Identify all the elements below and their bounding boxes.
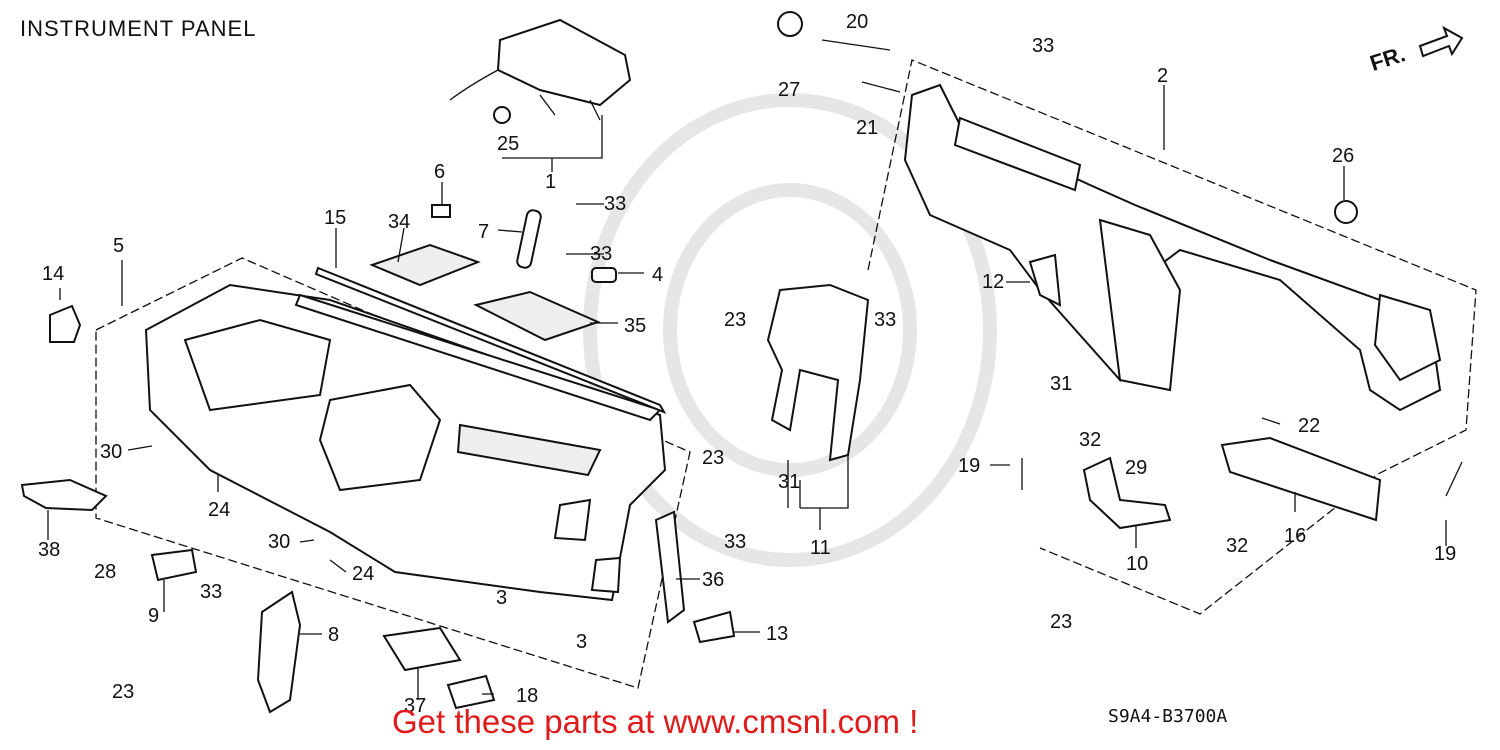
frame-group-boundary: [867, 59, 1477, 615]
callout-20: 20: [846, 11, 868, 33]
callout-11: 11: [810, 537, 831, 559]
callout-23a: 23: [724, 309, 746, 331]
lid-37: [382, 626, 462, 672]
callout-13: 13: [766, 623, 788, 645]
cover-14: [49, 304, 82, 343]
bracket-12: [1028, 253, 1062, 307]
callout-3b: 3: [576, 631, 587, 653]
callout-12: 12: [982, 271, 1004, 293]
footer-link-text[interactable]: Get these parts at www.cmsnl.com !: [392, 703, 919, 740]
callout-30a: 30: [100, 441, 122, 463]
bracket-10: [1082, 456, 1172, 530]
callout-33b: 33: [604, 193, 626, 215]
callout-26: 26: [1332, 145, 1354, 167]
nut-27: [777, 11, 803, 37]
bracket-16: [1220, 436, 1382, 522]
bolt-19b: [1445, 461, 1463, 497]
cap-13: [692, 610, 736, 644]
callout-37: 37: [404, 695, 426, 717]
callout-1: 1: [545, 171, 556, 193]
callout-29: 29: [1125, 457, 1147, 479]
watermark-logo: [583, 93, 997, 567]
callout-8: 8: [328, 624, 339, 646]
callout-33c: 33: [590, 243, 612, 265]
leader-lines: [47, 85, 1447, 700]
callout-35: 35: [624, 315, 646, 337]
callout-19a: 19: [958, 455, 980, 477]
callout-7: 7: [478, 221, 489, 243]
grommet-4: [591, 267, 617, 283]
tube-7: [516, 209, 542, 269]
callout-24b: 24: [352, 563, 374, 585]
duct-panel-15: [314, 266, 667, 414]
callout-32b: 32: [1226, 535, 1248, 557]
strip-36: [654, 510, 686, 624]
callout-28: 28: [94, 561, 116, 583]
callout-31a: 31: [1050, 373, 1072, 395]
callout-14: 14: [42, 263, 64, 285]
callout-4: 4: [652, 264, 663, 286]
callout-23d: 23: [1050, 611, 1072, 633]
passenger-airbag: [449, 18, 632, 124]
callout-10: 10: [1126, 553, 1148, 575]
callout-15: 15: [324, 207, 346, 229]
callout-36: 36: [702, 569, 724, 591]
callout-27: 27: [778, 79, 800, 101]
bolt-21: [861, 81, 901, 93]
dashboard-panel: [144, 283, 667, 602]
callout-18: 18: [516, 685, 538, 707]
nut-26: [1334, 200, 1358, 224]
pad-35: [473, 290, 601, 342]
callout-3a: 3: [496, 587, 507, 609]
steering-hanger-frame: [903, 83, 1442, 412]
callout-23b: 23: [702, 447, 724, 469]
callout-30b: 30: [268, 531, 290, 553]
page-title: INSTRUMENT PANEL: [20, 16, 257, 41]
front-arrow-icon: [1418, 25, 1464, 58]
callout-33d: 33: [874, 309, 896, 331]
knob-18: [446, 674, 496, 710]
callout-21: 21: [856, 117, 878, 139]
callout-31b: 31: [778, 471, 800, 493]
callout-labels: 1 2 3 3 4 5 6 7 8 9 10 11 12 13 14 15 16…: [38, 11, 1456, 717]
callout-19b: 19: [1434, 543, 1456, 565]
bracket-9: [150, 548, 198, 582]
callout-33e: 33: [724, 531, 746, 553]
callout-33f: 33: [200, 581, 222, 603]
callout-25: 25: [497, 133, 519, 155]
callout-23c: 23: [112, 681, 134, 703]
callout-6: 6: [434, 161, 445, 183]
callout-9: 9: [148, 605, 159, 627]
side-trim-8: [256, 590, 302, 714]
bracket-38: [20, 478, 108, 512]
clip-6: [431, 204, 451, 218]
pad-34: [369, 243, 481, 287]
callout-2: 2: [1157, 65, 1168, 87]
callout-24a: 24: [208, 499, 230, 521]
callout-34: 34: [388, 211, 410, 233]
center-bracket: [766, 283, 870, 462]
callout-38: 38: [38, 539, 60, 561]
callout-5: 5: [113, 235, 124, 257]
bolt-20: [821, 39, 891, 51]
callout-33a: 33: [1032, 35, 1054, 57]
callout-32a: 32: [1079, 429, 1101, 451]
diagram-code: S9A4-B3700A: [1108, 706, 1228, 727]
callout-16: 16: [1284, 525, 1306, 547]
callout-22: 22: [1298, 415, 1320, 437]
